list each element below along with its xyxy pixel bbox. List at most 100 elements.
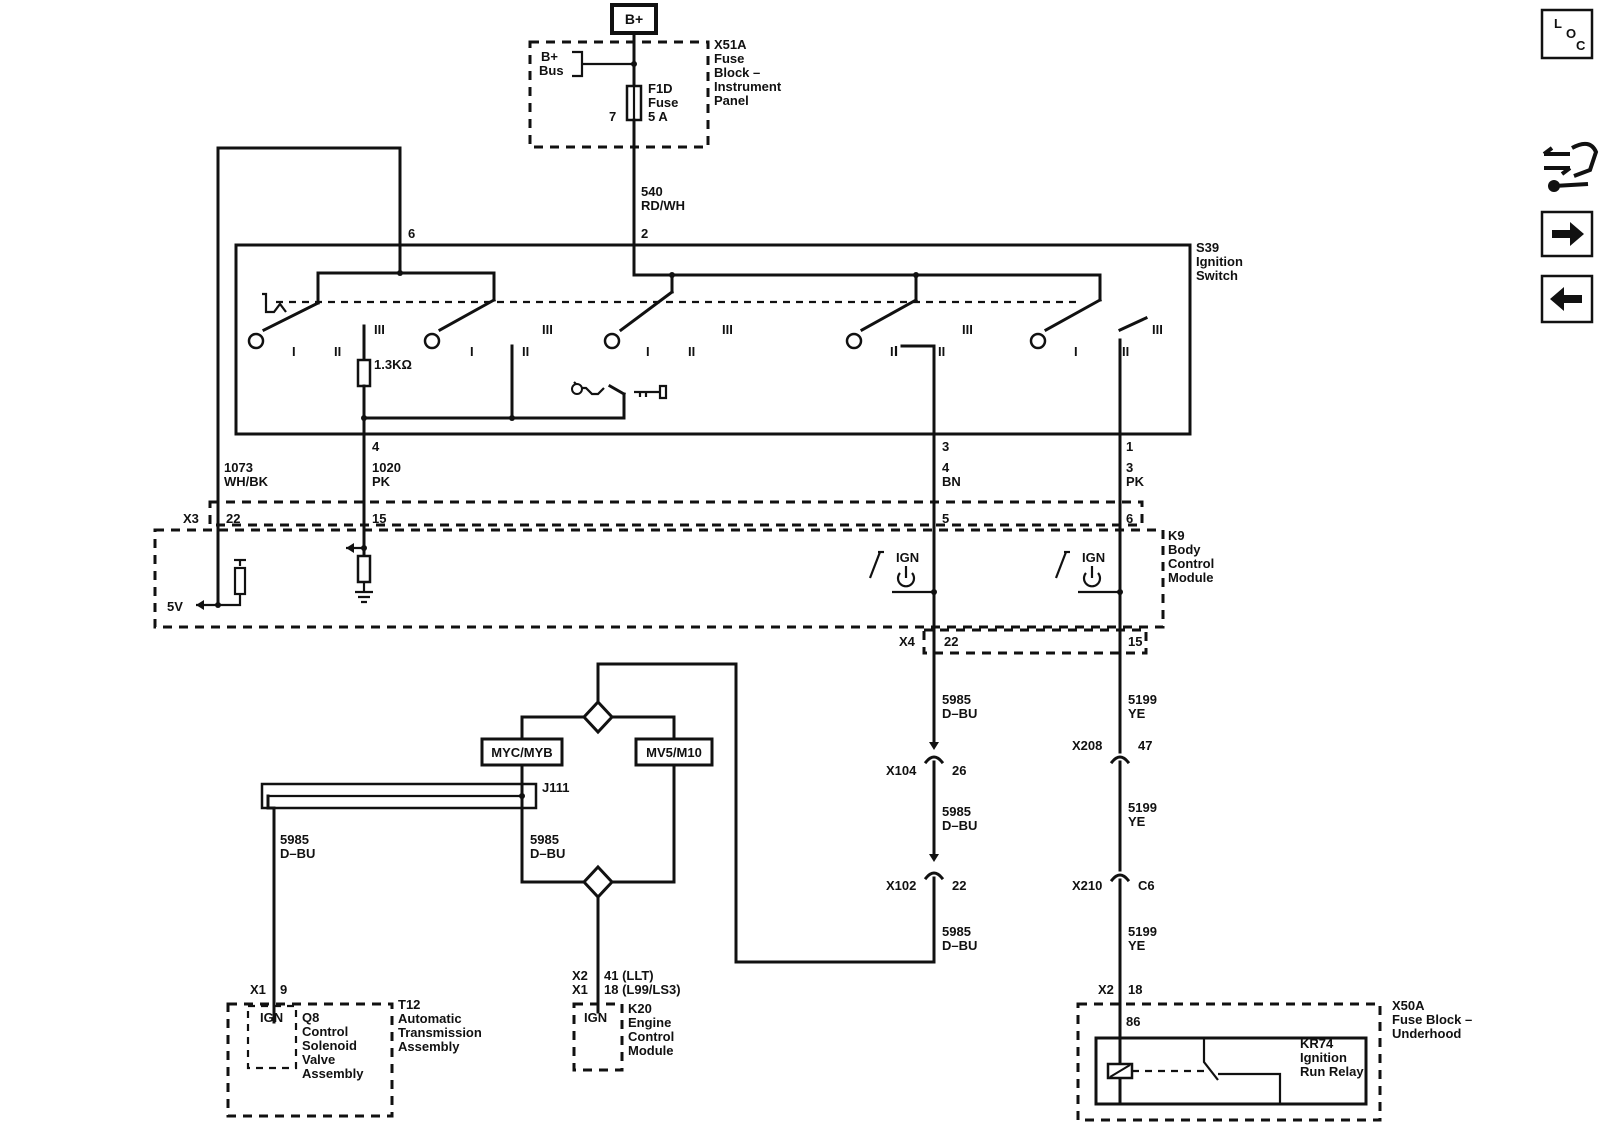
svg-text:26: 26: [952, 763, 966, 778]
svg-text:D–BU: D–BU: [280, 846, 315, 861]
svg-text:1: 1: [1126, 439, 1133, 454]
svg-text:X51A: X51A: [714, 37, 747, 52]
svg-text:15: 15: [372, 511, 386, 526]
svg-text:II: II: [688, 344, 695, 359]
svg-text:Block –: Block –: [714, 65, 760, 80]
svg-text:X1: X1: [572, 982, 588, 997]
svg-text:IGN: IGN: [896, 550, 919, 565]
svg-text:Engine: Engine: [628, 1015, 671, 1030]
svg-text:Bus: Bus: [539, 63, 564, 78]
connector-x102: X102 22: [886, 871, 966, 893]
svg-text:IGN: IGN: [260, 1010, 283, 1025]
svg-text:Control: Control: [302, 1024, 348, 1039]
svg-text:BN: BN: [942, 474, 961, 489]
svg-text:YE: YE: [1128, 706, 1146, 721]
fuse-block-instrument-panel: B+ Bus F1D Fuse 5 A 7 X51A Fuse Block – …: [528, 37, 782, 149]
connector-x208: X208 47: [1072, 738, 1152, 765]
splice-j111: J111: [260, 780, 570, 810]
svg-text:2: 2: [641, 226, 648, 241]
svg-text:C: C: [1576, 38, 1586, 53]
svg-text:X3: X3: [183, 511, 199, 526]
svg-text:1.3KΩ: 1.3KΩ: [374, 357, 412, 372]
svg-text:22: 22: [944, 634, 958, 649]
svg-text:X210: X210: [1072, 878, 1102, 893]
svg-text:Transmission: Transmission: [398, 1025, 482, 1040]
previous-page-button[interactable]: [1540, 274, 1594, 324]
svg-text:S39: S39: [1196, 240, 1219, 255]
arrow-left-icon: [1550, 287, 1582, 311]
svg-text:47: 47: [1138, 738, 1152, 753]
svg-text:3: 3: [1126, 460, 1133, 475]
svg-text:X2: X2: [572, 968, 588, 983]
location-button[interactable]: L O C: [1540, 8, 1594, 60]
svg-text:1073: 1073: [224, 460, 253, 475]
svg-text:3: 3: [942, 439, 949, 454]
svg-text:Control: Control: [628, 1029, 674, 1044]
svg-text:RD/WH: RD/WH: [641, 198, 685, 213]
svg-text:5199: 5199: [1128, 800, 1157, 815]
svg-text:WH/BK: WH/BK: [224, 474, 269, 489]
svg-text:X1: X1: [250, 982, 266, 997]
svg-text:5985: 5985: [530, 832, 559, 847]
svg-text:5985: 5985: [942, 924, 971, 939]
svg-text:MYC/MYB: MYC/MYB: [491, 745, 552, 760]
body-control-module: X3 22 15 5 6 K9 Body Control Module 5V I…: [153, 500, 1214, 655]
svg-text:22: 22: [952, 878, 966, 893]
svg-text:Underhood: Underhood: [1392, 1026, 1461, 1041]
svg-text:I: I: [470, 344, 474, 359]
svg-text:B+: B+: [541, 49, 558, 64]
connector-x104: X104 26: [886, 755, 966, 778]
svg-text:Run Relay: Run Relay: [1300, 1064, 1364, 1079]
svg-text:PK: PK: [372, 474, 391, 489]
svg-text:Fuse: Fuse: [648, 95, 678, 110]
svg-text:J111: J111: [542, 780, 570, 795]
svg-text:III: III: [722, 322, 733, 337]
svg-text:YE: YE: [1128, 814, 1146, 829]
svg-text:4: 4: [942, 460, 950, 475]
svg-text:5: 5: [942, 511, 949, 526]
battery-source: B+: [610, 3, 658, 35]
svg-text:T12: T12: [398, 997, 420, 1012]
svg-text:Fuse: Fuse: [714, 51, 744, 66]
connector-tool-icon[interactable]: [1542, 141, 1599, 192]
svg-text:I: I: [292, 344, 296, 359]
arrow-right-icon: [1552, 222, 1584, 246]
svg-text:5199: 5199: [1128, 924, 1157, 939]
svg-text:6: 6: [408, 226, 415, 241]
key-lock-icon: [571, 381, 668, 400]
svg-text:III: III: [962, 322, 973, 337]
svg-text:9: 9: [280, 982, 287, 997]
svg-text:IGN: IGN: [584, 1010, 607, 1025]
engine-control-module: X2 41 (LLT) X1 18 (L99/LS3) IGN K20 Engi…: [572, 968, 681, 1072]
fuse-block-underhood: X2 18 86 X50A Fuse Block – Underhood KR7…: [1076, 982, 1472, 1122]
svg-text:III: III: [374, 322, 385, 337]
svg-text:III: III: [542, 322, 553, 337]
svg-text:C6: C6: [1138, 878, 1155, 893]
svg-text:Module: Module: [1168, 570, 1214, 585]
next-page-button[interactable]: [1540, 210, 1594, 258]
svg-text:1020: 1020: [372, 460, 401, 475]
ign-input-right: IGN: [1054, 550, 1123, 595]
svg-text:41 (LLT): 41 (LLT): [604, 968, 654, 983]
svg-text:F1D: F1D: [648, 81, 673, 96]
connector-x210: X210 C6: [1072, 873, 1155, 893]
svg-text:Instrument: Instrument: [714, 79, 782, 94]
svg-text:Ignition: Ignition: [1196, 254, 1243, 269]
svg-text:5 A: 5 A: [648, 109, 668, 124]
svg-text:II: II: [938, 344, 945, 359]
svg-text:K20: K20: [628, 1001, 652, 1016]
svg-text:18: 18: [1128, 982, 1142, 997]
svg-text:5199: 5199: [1128, 692, 1157, 707]
svg-text:X104: X104: [886, 763, 917, 778]
svg-text:KR74: KR74: [1300, 1036, 1334, 1051]
svg-text:X4: X4: [899, 634, 916, 649]
svg-text:540: 540: [641, 184, 663, 199]
svg-text:PK: PK: [1126, 474, 1145, 489]
svg-text:X50A: X50A: [1392, 998, 1425, 1013]
svg-text:YE: YE: [1128, 938, 1146, 953]
svg-text:I: I: [890, 344, 894, 359]
option-merge-bottom: [520, 864, 676, 900]
svg-text:Q8: Q8: [302, 1010, 319, 1025]
svg-text:Solenoid: Solenoid: [302, 1038, 357, 1053]
svg-text:X208: X208: [1072, 738, 1102, 753]
